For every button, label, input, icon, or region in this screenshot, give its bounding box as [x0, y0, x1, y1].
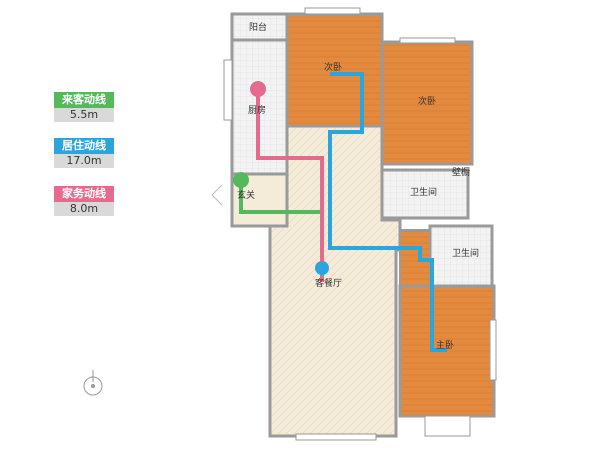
compass-icon	[83, 370, 103, 396]
kitchen-marker	[250, 81, 266, 97]
label-closet: 壁橱	[452, 166, 470, 178]
label-bedroom-2a: 次卧	[324, 61, 342, 73]
label-bedroom-2b: 次卧	[418, 95, 436, 107]
chore-route	[256, 96, 324, 282]
legend-living-value: 17.0m	[54, 154, 114, 168]
entrance-marker	[233, 172, 249, 188]
legend-living: 居住动线 17.0m	[54, 138, 114, 168]
legend-living-label: 居住动线	[54, 138, 114, 154]
guest-route	[239, 185, 320, 214]
living-route	[328, 72, 447, 352]
bathroom-1-area	[380, 168, 470, 220]
bathroom-2-area	[428, 224, 494, 288]
label-bathroom-1: 卫生间	[410, 186, 437, 198]
bedroom-2a-area	[285, 12, 384, 128]
legend-chore: 家务动线 8.0m	[54, 186, 114, 216]
living-marker	[315, 261, 329, 275]
label-living: 客餐厅	[315, 277, 342, 289]
label-balcony: 阳台	[249, 21, 267, 33]
label-bathroom-2: 卫生间	[452, 247, 479, 259]
legend-chore-value: 8.0m	[54, 202, 114, 216]
legend-guest-label: 来客动线	[54, 92, 114, 108]
legend-guest: 来客动线 5.5m	[54, 92, 114, 122]
label-kitchen: 厨房	[248, 104, 266, 116]
bedroom-2b-area	[380, 40, 474, 166]
label-master: 主卧	[436, 339, 454, 351]
legend-chore-label: 家务动线	[54, 186, 114, 202]
label-entrance: 玄关	[237, 189, 255, 201]
legend-guest-value: 5.5m	[54, 108, 114, 122]
